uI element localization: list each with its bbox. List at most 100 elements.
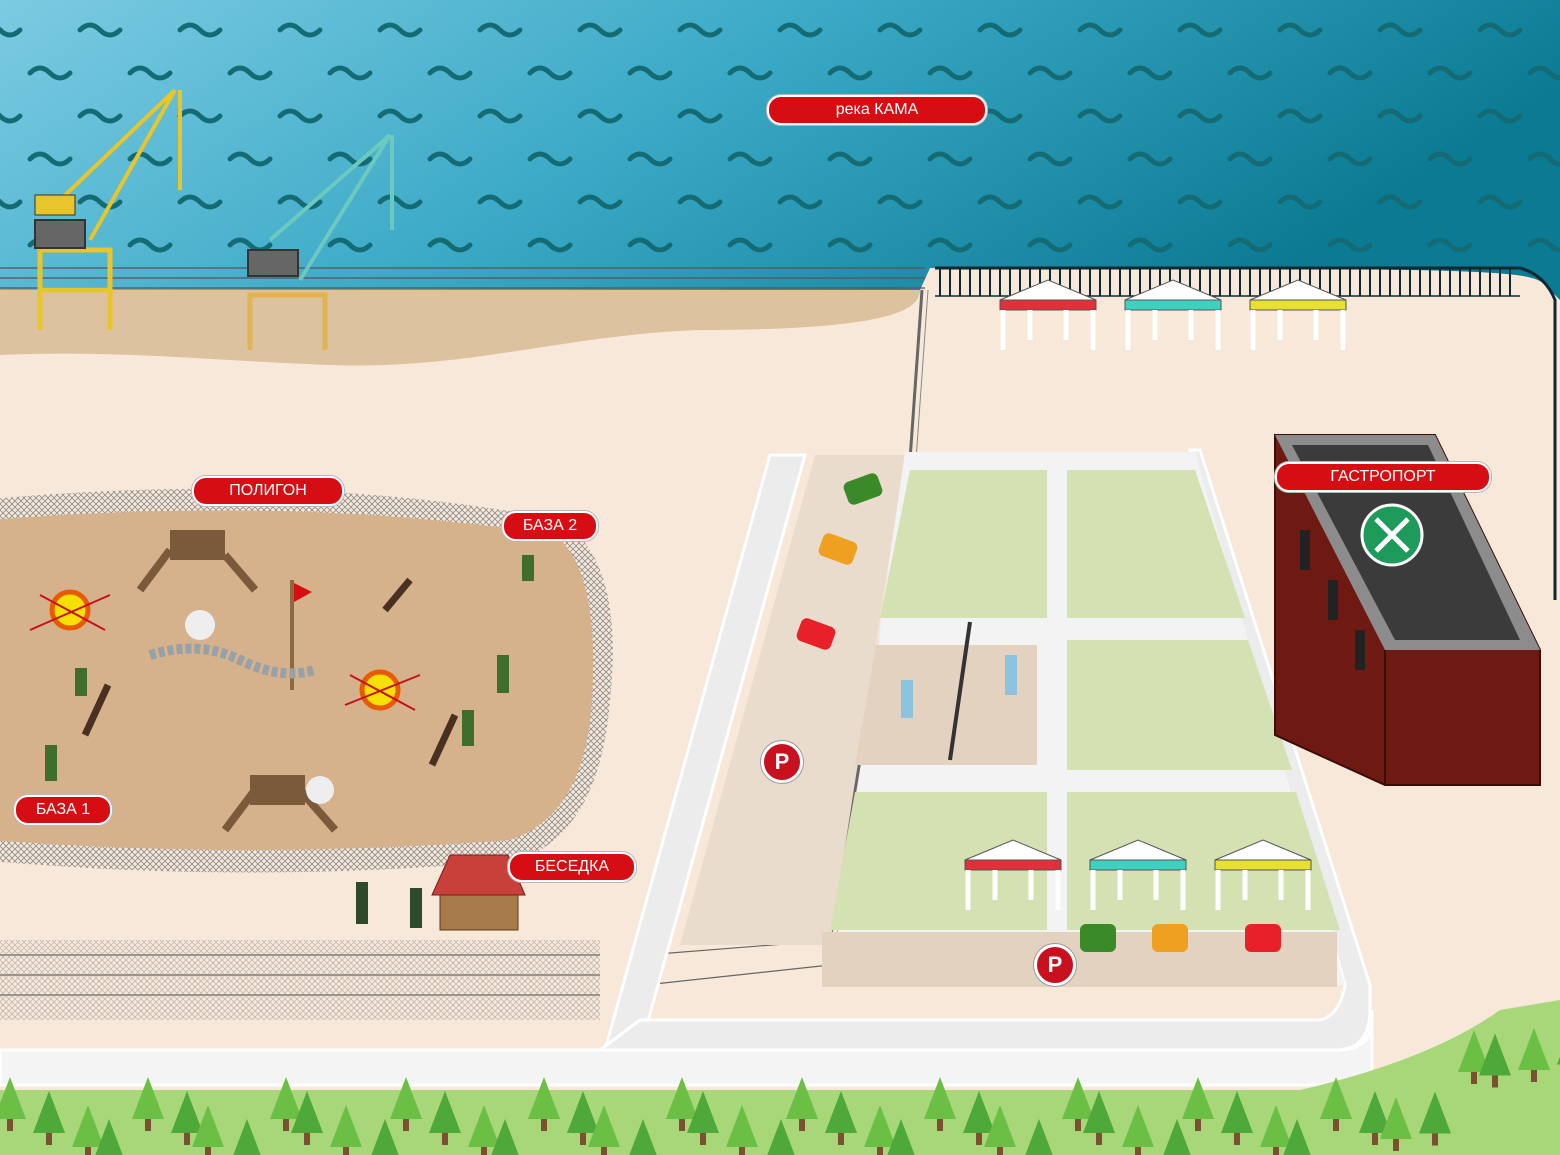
tree-icon <box>1479 1033 1511 1088</box>
wave-icon <box>677 194 723 210</box>
wave-icon <box>1227 237 1273 253</box>
wave-icon <box>527 237 573 253</box>
label-base-1[interactable]: БАЗА 1 <box>14 795 112 825</box>
river-water <box>0 0 1560 300</box>
tree-icon <box>726 1105 758 1155</box>
wave-icon <box>577 22 623 38</box>
obstacle <box>136 530 339 833</box>
tree-icon <box>72 1105 104 1155</box>
wave-icon <box>127 151 173 167</box>
tree-icon <box>1320 1077 1352 1131</box>
wave-icon <box>1127 65 1173 81</box>
wave-icon <box>27 151 73 167</box>
wave-icon <box>877 22 923 38</box>
wave-icon <box>727 237 773 253</box>
tree-icon <box>887 1119 915 1155</box>
waves <box>0 22 1560 253</box>
explosion-icon <box>29 589 111 631</box>
wave-icon <box>1327 65 1373 81</box>
tree-icon <box>192 1105 224 1155</box>
label-gastroport[interactable]: ГАСТРОПОРТ <box>1275 462 1491 492</box>
wave-icon <box>977 22 1023 38</box>
tree-icon <box>629 1119 657 1155</box>
wave-icon <box>977 194 1023 210</box>
wave-icon <box>1077 22 1123 38</box>
wave-icon <box>1277 194 1323 210</box>
wave-icon <box>1227 151 1273 167</box>
wave-icon <box>1477 194 1523 210</box>
wave-icon <box>327 237 373 253</box>
tent-icon <box>1249 279 1347 350</box>
tree-icon <box>1083 1091 1115 1145</box>
wave-icon <box>927 65 973 81</box>
wave-icon <box>327 151 373 167</box>
tree-icon <box>786 1077 818 1131</box>
tent-icon <box>1089 839 1187 910</box>
wave-icon <box>1477 22 1523 38</box>
gazebo-icon <box>431 854 526 931</box>
parking-marker-bottom[interactable]: P <box>1034 944 1076 986</box>
wave-icon <box>1077 194 1123 210</box>
wave-icon <box>277 22 323 38</box>
wave-icon <box>1427 151 1473 167</box>
tree-icon <box>491 1119 519 1155</box>
tree-icon <box>924 1077 956 1131</box>
wave-icon <box>177 194 223 210</box>
tent-icon <box>1214 839 1312 910</box>
wave-icon <box>1377 22 1423 38</box>
tree-icon <box>1062 1077 1094 1131</box>
tree-icon <box>1182 1077 1214 1131</box>
tree-icon <box>1380 1097 1412 1151</box>
wave-icon <box>427 237 473 253</box>
label-polygon[interactable]: ПОЛИГОН <box>192 476 344 506</box>
tree-icon <box>963 1091 995 1145</box>
tree-icon <box>984 1105 1016 1155</box>
smoke <box>185 610 215 640</box>
crane-icon <box>247 133 394 350</box>
wave-icon <box>227 151 273 167</box>
tree-icon <box>371 1119 399 1155</box>
tree-icon <box>1458 1030 1490 1084</box>
tree-icon <box>687 1091 719 1145</box>
wave-icon <box>227 65 273 81</box>
wave-icon <box>1177 108 1223 124</box>
tree-icon <box>233 1119 261 1155</box>
wave-icon <box>177 22 223 38</box>
wave-icon <box>577 194 623 210</box>
tent-icon <box>1124 279 1222 350</box>
tree-icon <box>1260 1105 1292 1155</box>
label-base-2[interactable]: БАЗА 2 <box>502 511 598 541</box>
wave-icon <box>77 22 123 38</box>
tennis-player-icon <box>901 655 1017 718</box>
tree-icon <box>132 1077 164 1131</box>
tree-icon <box>864 1105 896 1155</box>
tire-barrier <box>148 643 317 679</box>
wave-icon <box>1377 108 1423 124</box>
wave-icon <box>377 194 423 210</box>
parking-marker-left[interactable]: P <box>761 741 803 783</box>
tree-icon <box>330 1105 362 1155</box>
wave-icon <box>577 108 623 124</box>
wave-icon <box>377 22 423 38</box>
wave-icon <box>1527 65 1560 81</box>
beach-sand <box>0 290 920 366</box>
restaurant-icon <box>1360 503 1424 567</box>
wave-icon <box>527 65 573 81</box>
tree-icon <box>270 1077 302 1131</box>
tree-icon <box>0 1077 26 1131</box>
tree-icon <box>291 1091 323 1145</box>
wave-icon <box>1027 151 1073 167</box>
wave-icon <box>1027 237 1073 253</box>
label-gazebo[interactable]: БЕСЕДКА <box>508 852 636 882</box>
wave-icon <box>827 151 873 167</box>
road <box>0 448 1374 1087</box>
forest <box>0 1000 1560 1155</box>
label-river[interactable]: река КАМА <box>767 95 987 125</box>
wave-icon <box>1427 237 1473 253</box>
tree-icon <box>1518 1028 1550 1082</box>
smoke <box>306 776 334 804</box>
wave-icon <box>827 65 873 81</box>
wave-icon <box>127 237 173 253</box>
